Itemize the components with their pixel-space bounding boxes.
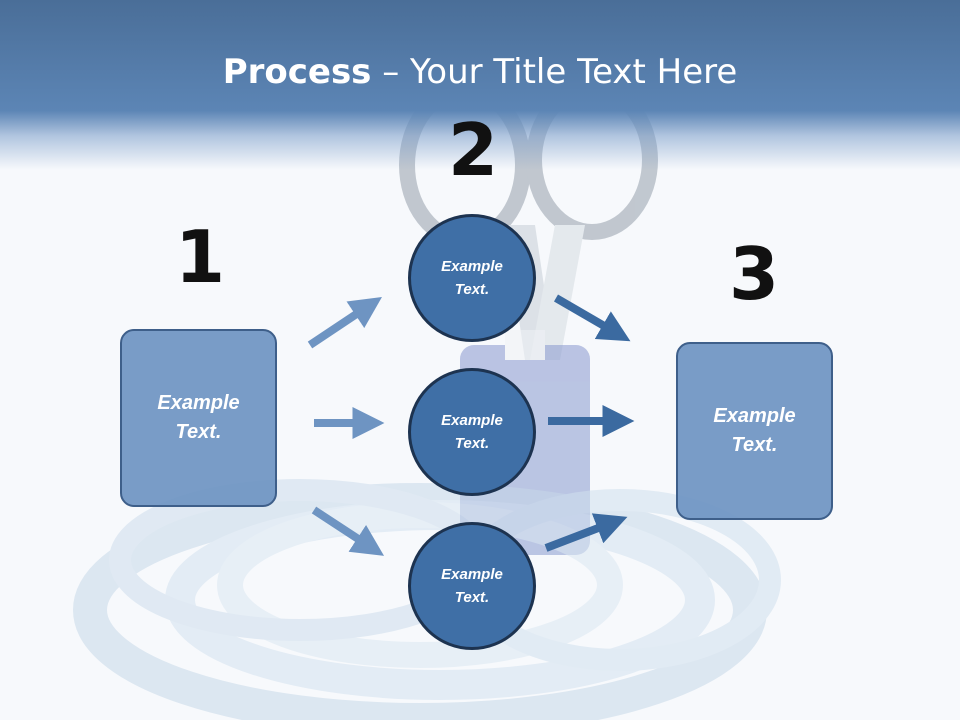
step-1-box: Example Text. (120, 329, 277, 507)
title-bold-text: Process (222, 52, 372, 92)
step-number-2: 2 (447, 108, 499, 192)
arrow-1-to-2-bottom (311, 506, 385, 556)
arrow-2-to-3-bottom (544, 513, 628, 552)
circle-bottom-text: Example Text. (441, 566, 503, 606)
step-number-3: 3 (728, 232, 780, 316)
arrow-2-to-3-top (553, 294, 631, 342)
arrow-1-to-2-top (307, 297, 382, 349)
step-2-circle-middle: Example Text. (408, 368, 536, 496)
step-number-1: 1 (174, 215, 226, 299)
circle-top-text: Example Text. (441, 258, 503, 298)
step-3-text: Example Text. (713, 405, 796, 456)
step-3-box: Example Text. (676, 342, 833, 520)
step-2-circle-top: Example Text. (408, 214, 536, 342)
step-1-text: Example Text. (157, 392, 240, 443)
slide-title: Process – Your Title Text Here (0, 52, 960, 92)
step-2-circle-bottom: Example Text. (408, 522, 536, 650)
circle-middle-text: Example Text. (441, 412, 503, 452)
title-bar (0, 0, 960, 170)
title-rest-text: – Your Title Text Here (371, 52, 738, 92)
